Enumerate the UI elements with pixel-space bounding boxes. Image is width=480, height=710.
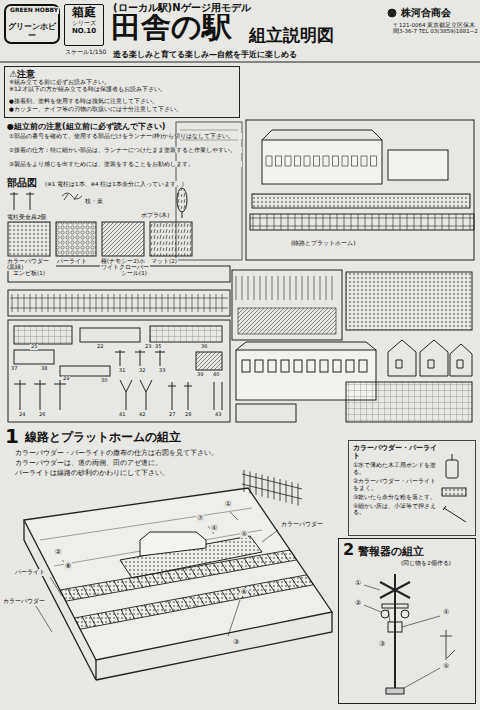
- part-number: 29: [62, 376, 70, 382]
- node-text: ②カラーパウダー・パーライトをまく。: [353, 478, 441, 492]
- part-number: 33: [158, 368, 166, 374]
- callout-number: ③: [378, 640, 386, 648]
- node-text: ④細かい所は、小筆等で押さえる。: [353, 503, 441, 517]
- part-number: 42: [138, 412, 146, 418]
- title: 田舎の駅: [110, 10, 233, 45]
- node-text: ※12才以下の方が組み立てる時は保護者もお読み下さい。: [9, 86, 235, 93]
- part-number: 41: [118, 412, 126, 418]
- label-text: ●カッター、ナイフ等の刃物の取扱いには十分注意して下さい。: [8, 106, 183, 112]
- label-text: パーライト: [56, 258, 88, 264]
- label-text: カラーパウダー・パーライトの撒布の仕方は右図を見て下さい。: [14, 450, 219, 457]
- label-text: パーライトは線路の砂利のかわりにして下さい。: [14, 470, 170, 477]
- label-text: ●接着剤、塗料を使用する時は換気に注意して下さい。: [8, 98, 159, 104]
- part-number: 30: [100, 378, 108, 384]
- node-text: NO.10: [66, 27, 102, 35]
- callout-number: ⑧: [64, 562, 72, 570]
- part-number: 40: [212, 372, 220, 378]
- label-text: カラーパウダー: [280, 521, 324, 528]
- label-text: マット(2): [150, 258, 178, 264]
- label-text: ポプラ(木): [140, 212, 170, 218]
- part-number: 38: [40, 366, 48, 372]
- label-text: (線路とプラットホーム): [290, 240, 357, 247]
- label-text: スケール1/150: [64, 49, 107, 56]
- part-number: 43: [214, 412, 222, 418]
- label-text: ●組立前の注意(組立前に必ず読んで下さい): [6, 122, 166, 131]
- callout-number: ①: [224, 500, 232, 508]
- node-heading: ⚠注意: [9, 69, 235, 79]
- part-number: 36: [200, 344, 208, 350]
- node-heading: グリーンホビー: [8, 22, 56, 40]
- powder-panel: カラーパウダー・パーライト ①水で薄めた木工用ボンドを塗る。 ②カラーパウダー・パー…: [348, 440, 476, 536]
- label-text: (※1 電柱は1本、※4 柱は1本余分に入っています。): [44, 181, 185, 187]
- part-number: 22: [96, 344, 104, 350]
- label-text: ②接着の仕方：特に細かい部品は、ランナーにつけたまま塗装すると作業しやすい。: [8, 147, 242, 153]
- label-text: ①部品の番号を確めて、使用する部品だけをランナー(枠)から切りはなして下さい。: [8, 133, 242, 139]
- label-text: 〒121-0064 東京都足立区保木間3-36-7 TEL 03(3859)18…: [392, 22, 480, 35]
- label-text: パーライト: [14, 569, 46, 576]
- node-text: ①水で薄めた木工用ボンドを塗る。: [353, 462, 441, 476]
- part-number: 24: [18, 412, 26, 418]
- node-text: ※組み立てる前に必ずお読み下さい。: [9, 79, 235, 86]
- part-number: 39: [196, 372, 204, 378]
- label-text: エンピ板(1): [12, 270, 46, 276]
- callout-number: ⑤: [442, 662, 450, 670]
- label-text: カラーパウダー: [2, 598, 46, 605]
- part-number: 32: [138, 368, 146, 374]
- label-text: GREEN HOBBY: [9, 7, 59, 14]
- callout-number: ⑥: [240, 588, 248, 596]
- series-box: 箱庭シリーズNO.10: [64, 4, 104, 46]
- callout-number: ②: [54, 548, 62, 556]
- label-text: 線路とプラットホームの組立: [24, 431, 182, 445]
- label-text: 電柱受金具2個: [6, 214, 48, 220]
- label-text: カラーパウダーは、道の両側、田のアゼ道に。: [14, 460, 163, 467]
- node-text: 警報器の組立: [358, 546, 424, 559]
- callout-number: ⑤: [240, 530, 248, 538]
- label-text: 枝・葉: [84, 198, 104, 204]
- label-text: ③製品をより感じを出すためには、塗装をすることをお勧めします。: [8, 161, 242, 167]
- label-text: 部品図: [6, 177, 38, 189]
- part-number: 31: [118, 368, 126, 374]
- label-text: 株河合商会: [400, 7, 452, 19]
- label-text: 造る楽しみと育てる楽しみ—自然を手近に楽しめる: [112, 50, 298, 59]
- part-number: 23: [144, 344, 152, 350]
- node-heading: カラーパウダー・パーライト: [353, 444, 441, 460]
- callout-number: ①: [354, 579, 362, 587]
- label-text: (同じ物を2個作る): [400, 560, 452, 566]
- callout-number: ④: [210, 524, 218, 532]
- callout-number: ④: [442, 608, 450, 616]
- part-number: 26: [38, 412, 46, 418]
- node-heading: 2: [343, 541, 354, 559]
- label-text: カラーパウダー(黒緑): [6, 258, 56, 271]
- label-text: 組立説明図: [248, 26, 335, 46]
- label-text: (ローカル駅)Nゲージ用モデル: [112, 2, 252, 14]
- part-number: 27: [168, 412, 176, 418]
- label-text: 1: [4, 425, 20, 448]
- node-text: ③乾いたら余分な粉を落とす。: [353, 494, 441, 501]
- callout-number: ③: [232, 638, 240, 646]
- label-text: 種(ナモシー2)ホワイトクローバー: [100, 258, 150, 271]
- node-text: シリーズ: [66, 20, 102, 27]
- callout-number: ②: [354, 599, 362, 607]
- callout-number: ⑦: [196, 514, 204, 522]
- part-number: 28: [184, 412, 192, 418]
- label-text: シール(1): [120, 270, 148, 276]
- part-number: 25: [30, 344, 38, 350]
- part-number: 35: [154, 344, 162, 350]
- part-number: 37: [10, 366, 18, 372]
- node-heading: 箱庭: [66, 6, 102, 20]
